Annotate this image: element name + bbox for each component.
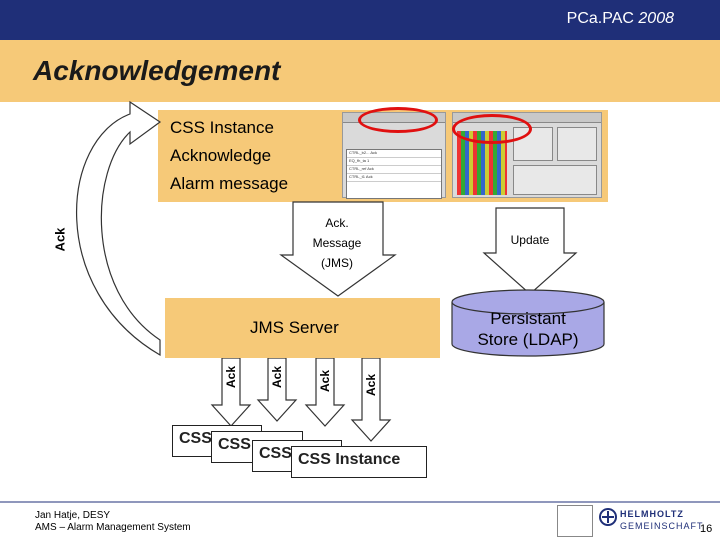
ack-curved-arrow [75,100,162,357]
desy-logo [557,505,593,537]
page-number: 16 [700,523,713,535]
ack-vertical-3: Ack [318,370,332,393]
jms-server-box: JMS Server [165,298,440,358]
css-instance-box-4: CSS Instance [291,446,427,478]
footer-author: Jan Hatje, DESY [35,510,111,521]
helmholtz-logo-icon [599,508,617,526]
conference-label: PCa.PAC 2008 [566,10,674,27]
ack-message-label: Ack. Message (JMS) [312,216,362,270]
highlight-ellipse [452,114,532,144]
table-row: CTRL_t1 Ack [347,174,441,182]
calendar-widget [513,165,597,195]
ack-left-label: Ack [52,227,68,252]
table-row: CTRL_ref Ack [347,166,441,174]
ack-arrow-3 [304,357,346,427]
calendar-widget [557,127,597,161]
ack-arrow-4 [350,357,392,442]
table-row: EQ_fh_ta 1 [347,158,441,166]
title-bar: Acknowledgement [0,40,720,102]
panel-line-3: Alarm message [170,174,289,193]
store-cylinder-top [451,289,605,315]
highlight-ellipse [358,107,438,133]
ack-arrow-2 [256,357,298,422]
ack-vertical-1: Ack [224,366,238,389]
ack-vertical-4: Ack [364,374,378,397]
helmholtz-logo-text: HELMHOLTZ GEMEINSCHAFT [620,509,704,531]
panel-line-1: CSS Instance [170,118,274,137]
table-row: CTRL_b2... Ack [347,150,441,158]
footer-system: AMS – Alarm Management System [35,522,191,533]
jms-server-label: JMS Server [250,318,339,337]
panel-line-2: Acknowledge [170,146,272,165]
update-label: Update [510,233,550,247]
store-cylinder-body [451,302,605,357]
slide-title: Acknowledgement [33,55,281,86]
calendar-widget [513,127,553,161]
ack-vertical-2: Ack [270,366,284,389]
ack-arrow-1 [210,357,252,427]
update-arrow [482,207,578,295]
alarm-table: CTRL_b2... Ack EQ_fh_ta 1 CTRL_ref Ack C… [346,149,442,199]
header-bar: PCa.PAC 2008 [0,0,720,40]
store-label: Persistant Store (LDAP) [477,309,579,349]
ack-message-arrow [279,201,397,297]
